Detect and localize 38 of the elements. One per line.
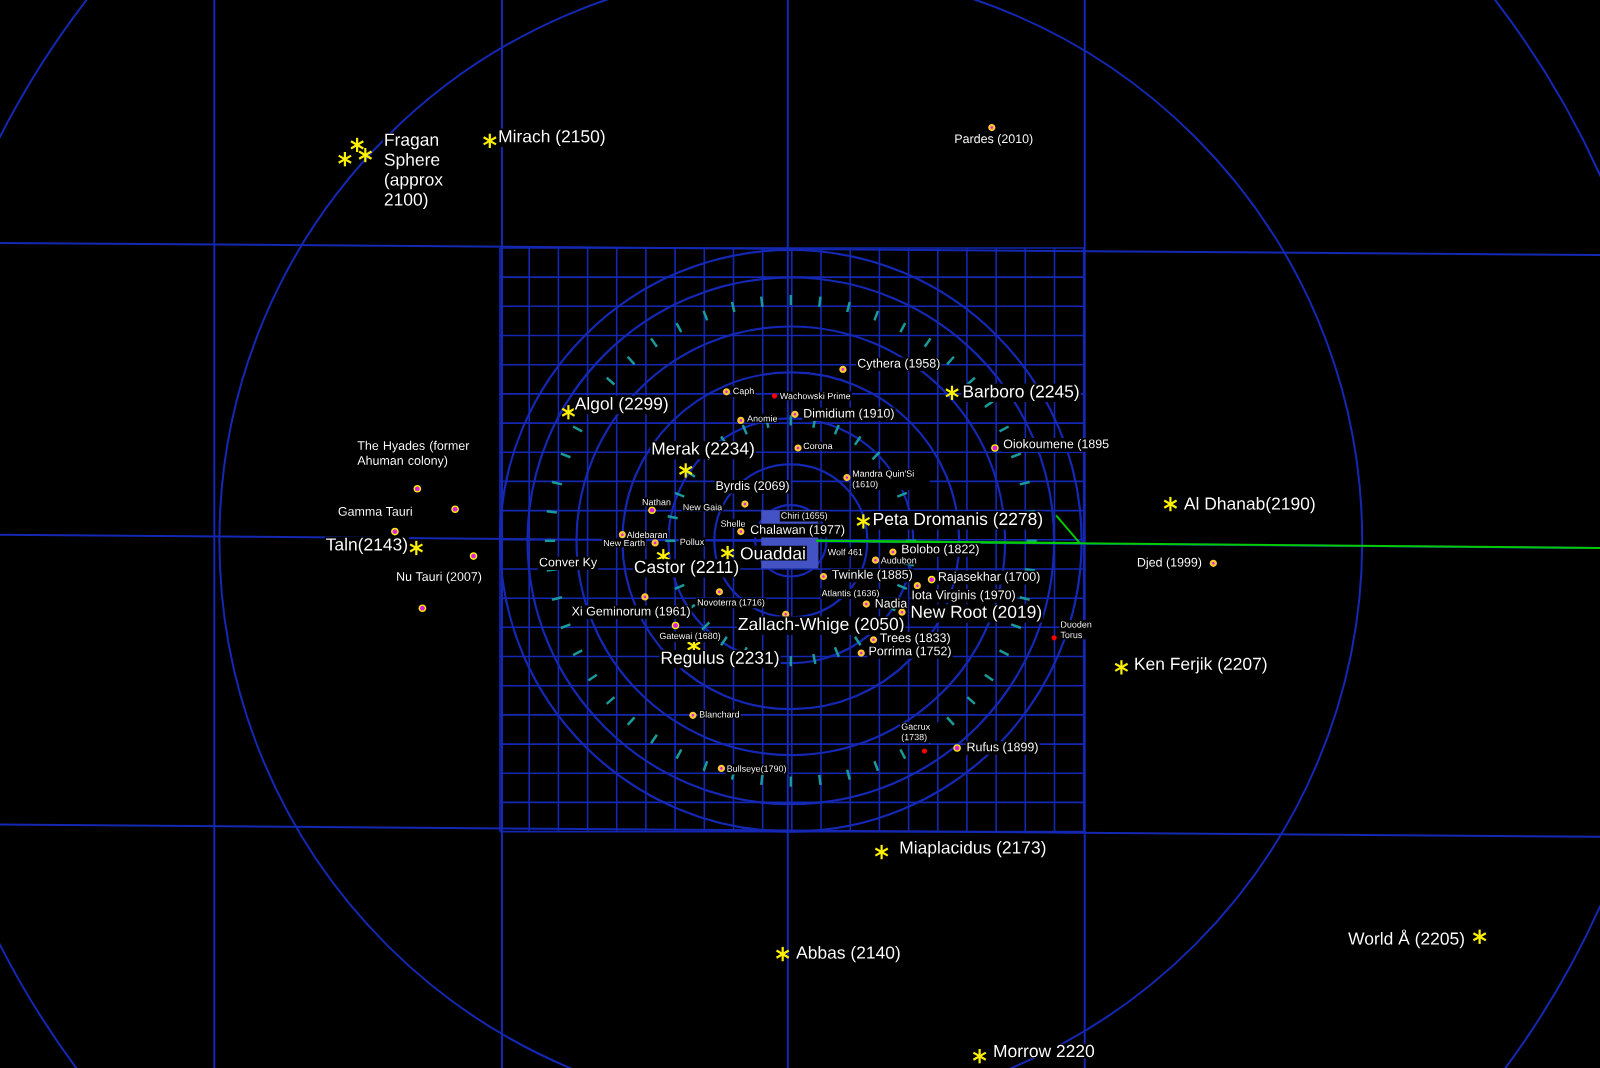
star-label: Duoden Torus (1059, 620, 1092, 640)
star-label: Shelle (719, 519, 747, 528)
star-label: Ken Ferjik (2207) (1132, 656, 1269, 675)
star-label: Aldebaran (625, 530, 669, 539)
star-label: Anomie (746, 414, 779, 423)
star-label: Caph (731, 386, 756, 397)
star-label: New Gaia (681, 502, 724, 512)
star-label: Iota Virginis (1970) (910, 589, 1017, 603)
star-label: Peta Dromanis (2278) (871, 511, 1045, 530)
star-label: New Root (2019) (909, 604, 1044, 623)
star-label: Fragan Sphere (approx 2100) (382, 132, 462, 211)
star-label: Bullseye(1790) (725, 764, 788, 775)
star-label: Nadia (873, 597, 909, 609)
star-label: Mandra Quin'Si (1610) (851, 469, 930, 490)
star-label: Novoterra (1716) (696, 597, 766, 609)
star-label: Gacrux (1738) (900, 722, 943, 743)
star-label: New Earth (602, 538, 647, 548)
star-label: Porrima (1752) (867, 645, 953, 659)
star-label: Audubon (879, 555, 918, 565)
star-label: Atlantis (1636) (820, 588, 881, 600)
star-label: Gatewai (1680) (658, 631, 722, 642)
star-label: Trees (1833) (878, 632, 952, 646)
star-label: Gamma Tauri (336, 505, 414, 517)
star-label: The Hyades (former Ahuman colony) (356, 439, 479, 469)
star-label: Rufus (1899) (965, 741, 1040, 755)
star-label: Xi Geminorum (1961) (570, 605, 692, 619)
star-label: Pollux (678, 537, 706, 547)
star-label: Castor (2211) (632, 559, 741, 578)
star-label: Chiri (1655) (779, 511, 829, 522)
star-label: Nathan (641, 497, 672, 507)
star-label: Regulus (2231) (659, 650, 781, 669)
star-label: Corona (802, 441, 834, 451)
star-label: Wachowski Prime (778, 391, 852, 401)
star-label: Wolf 461 (826, 547, 864, 557)
star-label: Blanchard (698, 710, 741, 719)
star-label: World Å (2205) (1347, 928, 1467, 950)
star-label: Oiokoumene (1895 (1002, 438, 1111, 452)
star-label: Pardes (2010) (953, 133, 1035, 147)
